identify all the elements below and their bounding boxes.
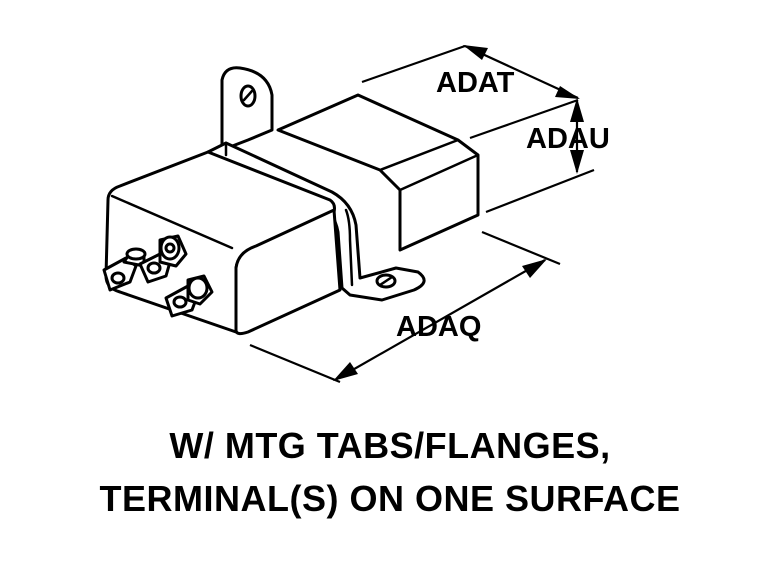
dimension-arrow-icon xyxy=(463,45,488,60)
caption-line-2: TERMINAL(S) ON ONE SURFACE xyxy=(99,478,681,519)
upper-mounting-tab xyxy=(220,66,274,152)
rear-body xyxy=(276,93,480,252)
caption-line-1: W/ MTG TABS/FLANGES, xyxy=(169,425,611,466)
dimension-adau xyxy=(485,98,595,214)
terminal-icon xyxy=(102,234,214,318)
dimension-arrow-icon xyxy=(570,98,584,122)
dimension-label-adat: ADAT xyxy=(436,67,515,99)
dimension-arrow-icon xyxy=(570,150,584,174)
main-body xyxy=(104,150,342,336)
dimension-label-adaq: ADAQ xyxy=(396,311,481,343)
dimension-label-adau: ADAU xyxy=(526,123,610,155)
dimension-adat xyxy=(361,44,580,140)
dimension-arrow-icon xyxy=(333,362,358,381)
dimension-arrow-icon xyxy=(522,259,547,278)
dimension-arrow-icon xyxy=(555,86,580,99)
dimension-adaq xyxy=(249,230,561,384)
